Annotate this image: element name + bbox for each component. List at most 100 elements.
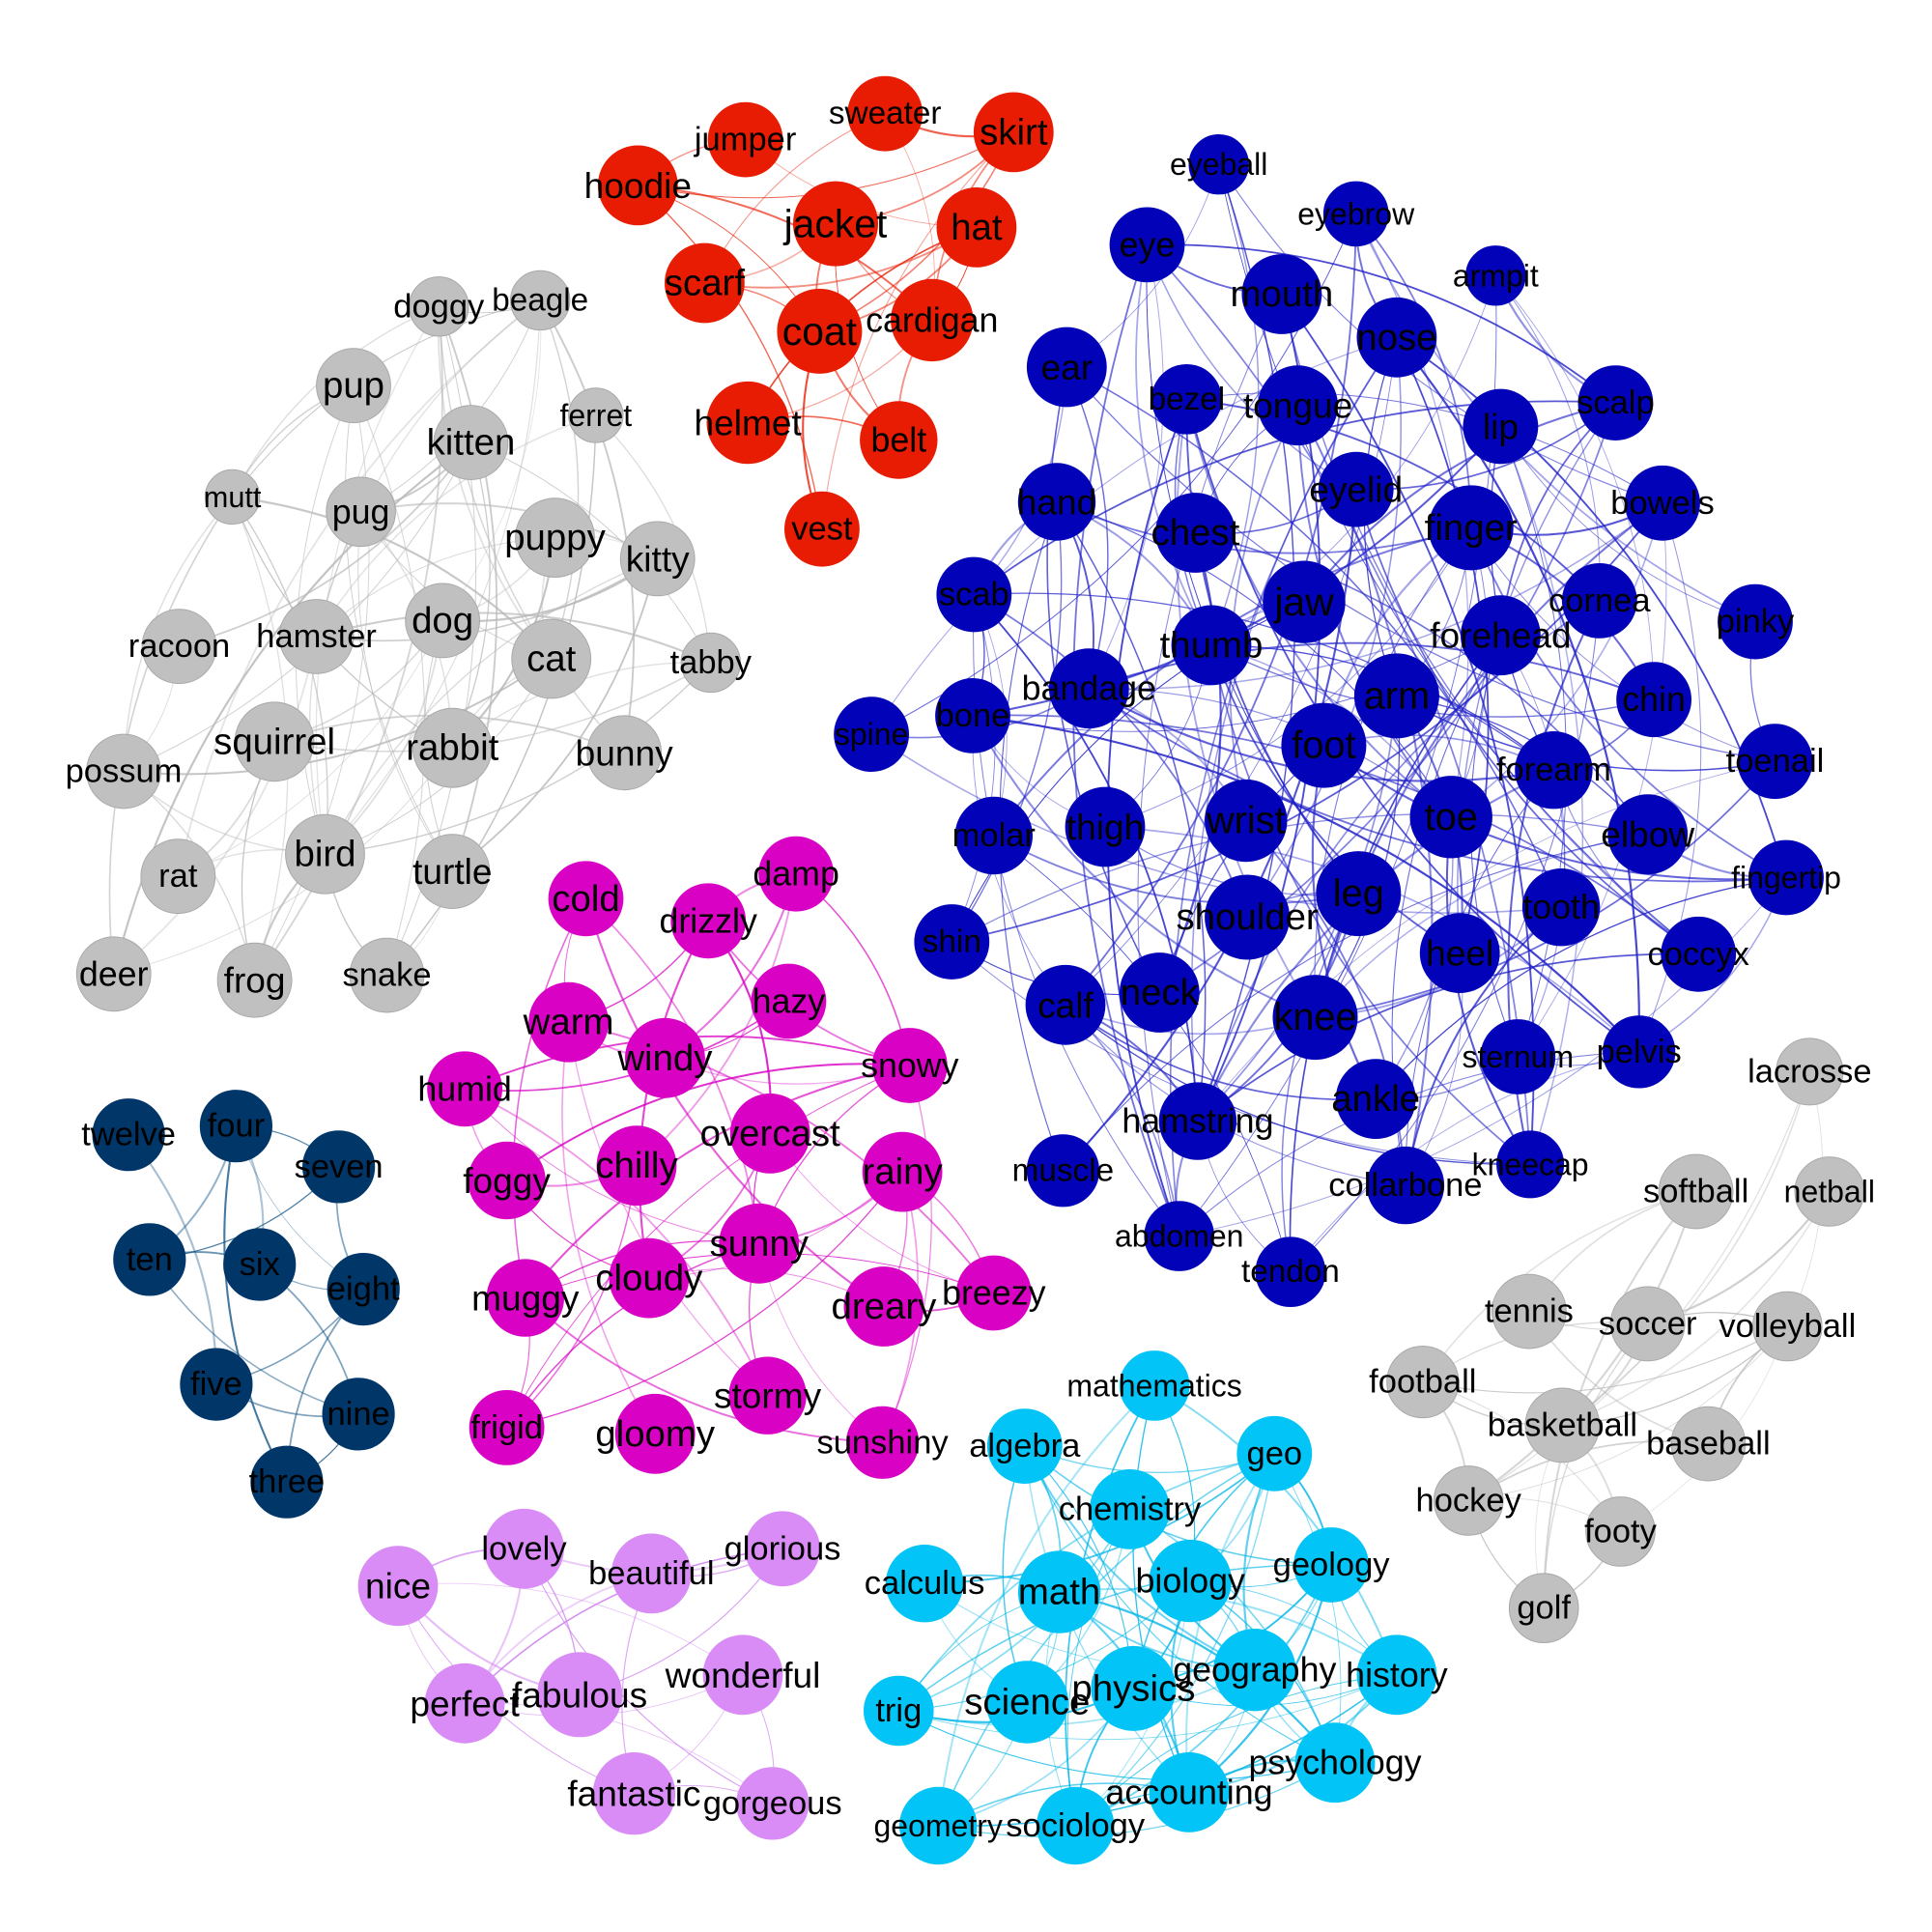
node-circle [1026, 1134, 1100, 1208]
node-finger: finger [1425, 485, 1518, 571]
edge-pets [177, 299, 541, 877]
node-muscle: muscle [1012, 1134, 1114, 1208]
edge-body [1210, 644, 1461, 954]
node-circle [1241, 254, 1322, 334]
node-basketball: basketball [1488, 1387, 1637, 1463]
node-circle [1577, 365, 1654, 441]
edge-weather [506, 1171, 903, 1429]
node-tabby: tabby [670, 632, 753, 694]
edge-pets [273, 662, 712, 753]
node-label: bunny [576, 732, 673, 773]
node-damp: damp [753, 836, 839, 912]
node-snake: snake [342, 937, 432, 1013]
edge-body [1065, 1004, 1377, 1101]
node-football: football [1369, 1346, 1476, 1419]
node-circle [758, 836, 834, 912]
edge-pets [353, 384, 426, 976]
node-label: sunshiny [817, 1424, 950, 1461]
node-circle [1294, 1722, 1376, 1804]
node-hamster: hamster [256, 599, 377, 674]
node-ankle: ankle [1331, 1059, 1420, 1139]
edge-weather [506, 1063, 910, 1181]
edge-body [1470, 527, 1776, 762]
edge-subjects [1024, 1445, 1336, 1764]
node-circle [349, 937, 425, 1013]
node-circle [784, 491, 860, 567]
node-physics: physics [1071, 1645, 1195, 1731]
node-circle [1048, 648, 1129, 729]
node-circle [1017, 1550, 1101, 1634]
node-label: perfect [410, 1683, 520, 1723]
node-chin: chin [1616, 662, 1691, 738]
node-label: heel [1426, 933, 1493, 974]
edge-body [1494, 275, 1655, 700]
edge-pets [539, 299, 580, 660]
edge-weather [882, 1065, 932, 1443]
node-tongue: tongue [1243, 365, 1352, 446]
node-circle [665, 242, 745, 324]
node-label: foot [1292, 724, 1355, 767]
node-label: footy [1584, 1513, 1658, 1549]
node-circle [1356, 1634, 1437, 1716]
node-circle [1625, 465, 1700, 541]
node-label: forehead [1430, 615, 1571, 656]
node-four: four [199, 1090, 272, 1163]
edge-pets [113, 747, 453, 975]
edge-weather [505, 1242, 759, 1429]
node-label: tooth [1522, 888, 1600, 926]
node-label: mathematics [1066, 1368, 1241, 1403]
node-label: basketball [1488, 1406, 1637, 1443]
node-circle [409, 276, 469, 337]
node-label: tennis [1485, 1293, 1574, 1330]
edge-body [1246, 337, 1402, 918]
node-biology: biology [1135, 1539, 1245, 1623]
edge-body [1311, 745, 1378, 1100]
node-foot: foot [1281, 702, 1367, 788]
edge-sports [1561, 1071, 1811, 1427]
node-label: snake [342, 957, 431, 994]
node-label: fabulous [512, 1674, 647, 1715]
node-label: twelve [81, 1117, 176, 1153]
node-label: hamstring [1122, 1102, 1273, 1141]
edge-pets [451, 558, 659, 872]
node-pup: pup [316, 348, 391, 424]
edge-body [1289, 635, 1502, 1272]
edge-subjects [1023, 1445, 1256, 1671]
node-label: beautiful [588, 1555, 714, 1592]
node-toe: toe [1409, 776, 1492, 859]
node-label: mouth [1231, 273, 1334, 315]
node-label: pinky [1717, 604, 1795, 640]
node-warm: warm [523, 981, 614, 1063]
node-circle [1353, 653, 1439, 739]
node-circle [223, 1228, 297, 1301]
node-circle [843, 1266, 924, 1347]
node-circle [1515, 731, 1593, 810]
node-circle [278, 599, 355, 674]
node-label: snowy [861, 1046, 959, 1085]
node-heel: heel [1419, 913, 1500, 993]
node-three: three [249, 1445, 325, 1519]
node-wrist: wrist [1205, 779, 1288, 863]
edge-weather [636, 873, 798, 1167]
node-circle [1492, 1273, 1567, 1350]
node-circle [1718, 583, 1793, 660]
node-geo: geo [1236, 1415, 1313, 1492]
node-label: armpit [1453, 258, 1539, 293]
edge-sports [1467, 1191, 1697, 1502]
node-label: collarbone [1328, 1167, 1482, 1204]
edge-body [1450, 527, 1489, 817]
node-label: helmet [695, 403, 803, 443]
node-circle [1091, 1645, 1177, 1731]
node-label: eyeball [1170, 147, 1267, 182]
node-label: five [190, 1366, 242, 1403]
node-label: kitty [626, 538, 690, 579]
node-label: coccyx [1647, 936, 1748, 973]
edge-subjects [897, 1508, 1131, 1712]
node-molar: molar [952, 796, 1036, 875]
node-label: elbow [1601, 814, 1694, 855]
node-circle [936, 187, 1017, 268]
edge-subjects [897, 1564, 1332, 1712]
node-circle [1616, 662, 1691, 738]
node-kitten: kitten [427, 405, 515, 481]
